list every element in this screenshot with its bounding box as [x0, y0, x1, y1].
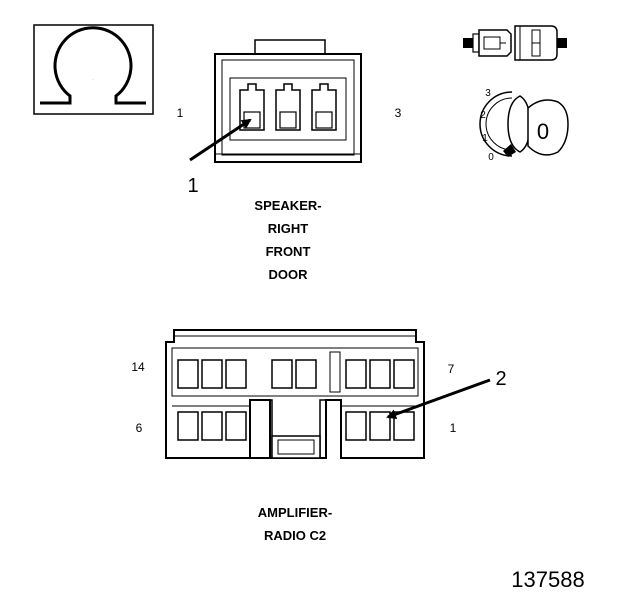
amplifier-pin-1-label: 1 — [450, 421, 457, 435]
amplifier-caption-line-1: AMPLIFIER- — [258, 505, 332, 520]
amplifier-pin-14-label: 14 — [131, 360, 145, 374]
key-position-0: 0 — [488, 152, 494, 163]
ohmmeter-symbol: Ω — [33, 24, 154, 115]
amplifier-pin-7-label: 7 — [448, 362, 455, 376]
amplifier-cavities-top — [177, 359, 415, 389]
speaker-caption-line-3: FRONT — [266, 244, 311, 259]
connector-disconnect-icon — [463, 25, 567, 61]
figure-number: 137588 — [511, 567, 584, 592]
speaker-connector: 1 3 1 — [177, 39, 402, 197]
amplifier-caption-line-2: RADIO C2 — [264, 528, 326, 543]
amplifier-connector: 14 7 6 1 2 — [131, 329, 507, 459]
speaker-caption: SPEAKER- RIGHT FRONT DOOR — [254, 198, 321, 282]
callout-2-arrow — [386, 378, 491, 419]
amplifier-caption: AMPLIFIER- RADIO C2 — [258, 505, 332, 543]
key-position-3: 3 — [485, 88, 491, 99]
key-label: 0 — [537, 119, 549, 144]
speaker-cavities — [239, 83, 337, 131]
speaker-pin-3-label: 3 — [395, 106, 402, 120]
speaker-pin-1-label: 1 — [177, 106, 184, 120]
speaker-caption-line-1: SPEAKER- — [254, 198, 321, 213]
speaker-caption-line-4: DOOR — [269, 267, 309, 282]
omega-icon — [40, 26, 146, 105]
amplifier-pin-6-label: 6 — [136, 421, 143, 435]
speaker-caption-line-2: RIGHT — [268, 221, 309, 236]
callout-2-label: 2 — [495, 368, 506, 390]
key-position-1: 1 — [482, 133, 488, 144]
ignition-key-icon: 3 2 1 0 0 — [479, 88, 569, 163]
ohm-symbol-text: Ω — [93, 79, 94, 81]
callout-1-arrow — [189, 118, 252, 162]
key-position-2: 2 — [480, 110, 486, 121]
callout-1-label: 1 — [187, 175, 198, 197]
